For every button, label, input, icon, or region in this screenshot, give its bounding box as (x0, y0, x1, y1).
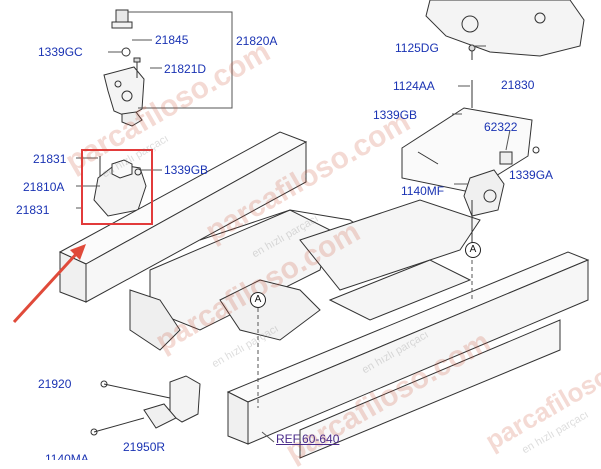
side-member (226, 251, 590, 459)
parts-diagram: parcafiloso.com en hızlı parçacı parcafi… (12, 0, 601, 469)
connector-mark-a: A (250, 292, 266, 308)
highlight-box (81, 149, 153, 225)
part-label: 21920 (38, 377, 72, 391)
part-label: 1140MF (401, 184, 445, 198)
upper-mount-bracket (103, 9, 145, 127)
part-label: 21831 (16, 203, 50, 217)
pointer-arrow (12, 244, 86, 324)
connector-mark-a: A (465, 242, 481, 258)
part-label: 21810A (23, 180, 65, 194)
reference-prefix: REF. (276, 432, 303, 446)
part-label: 21821D (164, 62, 207, 76)
part-label: 1339GB (164, 163, 209, 177)
part-label: 21831 (33, 152, 67, 166)
part-label: 1125DG (395, 41, 439, 55)
part-label: 1339GA (509, 168, 554, 182)
subframe-rail (58, 131, 481, 351)
reference-label: REF.60-640 (276, 432, 339, 446)
transmission-housing (425, 0, 585, 60)
part-label: 21830 (501, 78, 535, 92)
part-label: 1140MA (45, 452, 89, 466)
roll-stopper (90, 375, 201, 436)
part-label: 1339GC (38, 45, 83, 59)
reference-number: 60-640 (302, 432, 340, 446)
part-label: 62322 (484, 120, 518, 134)
part-label: 21950R (123, 440, 166, 454)
transmission-mount (401, 80, 540, 244)
part-label: 21845 (155, 33, 189, 47)
part-label: 21820A (236, 34, 278, 48)
part-label: 1339GB (373, 108, 418, 122)
part-label: 1124AA (393, 79, 435, 93)
diagram-drawing (12, 0, 590, 459)
